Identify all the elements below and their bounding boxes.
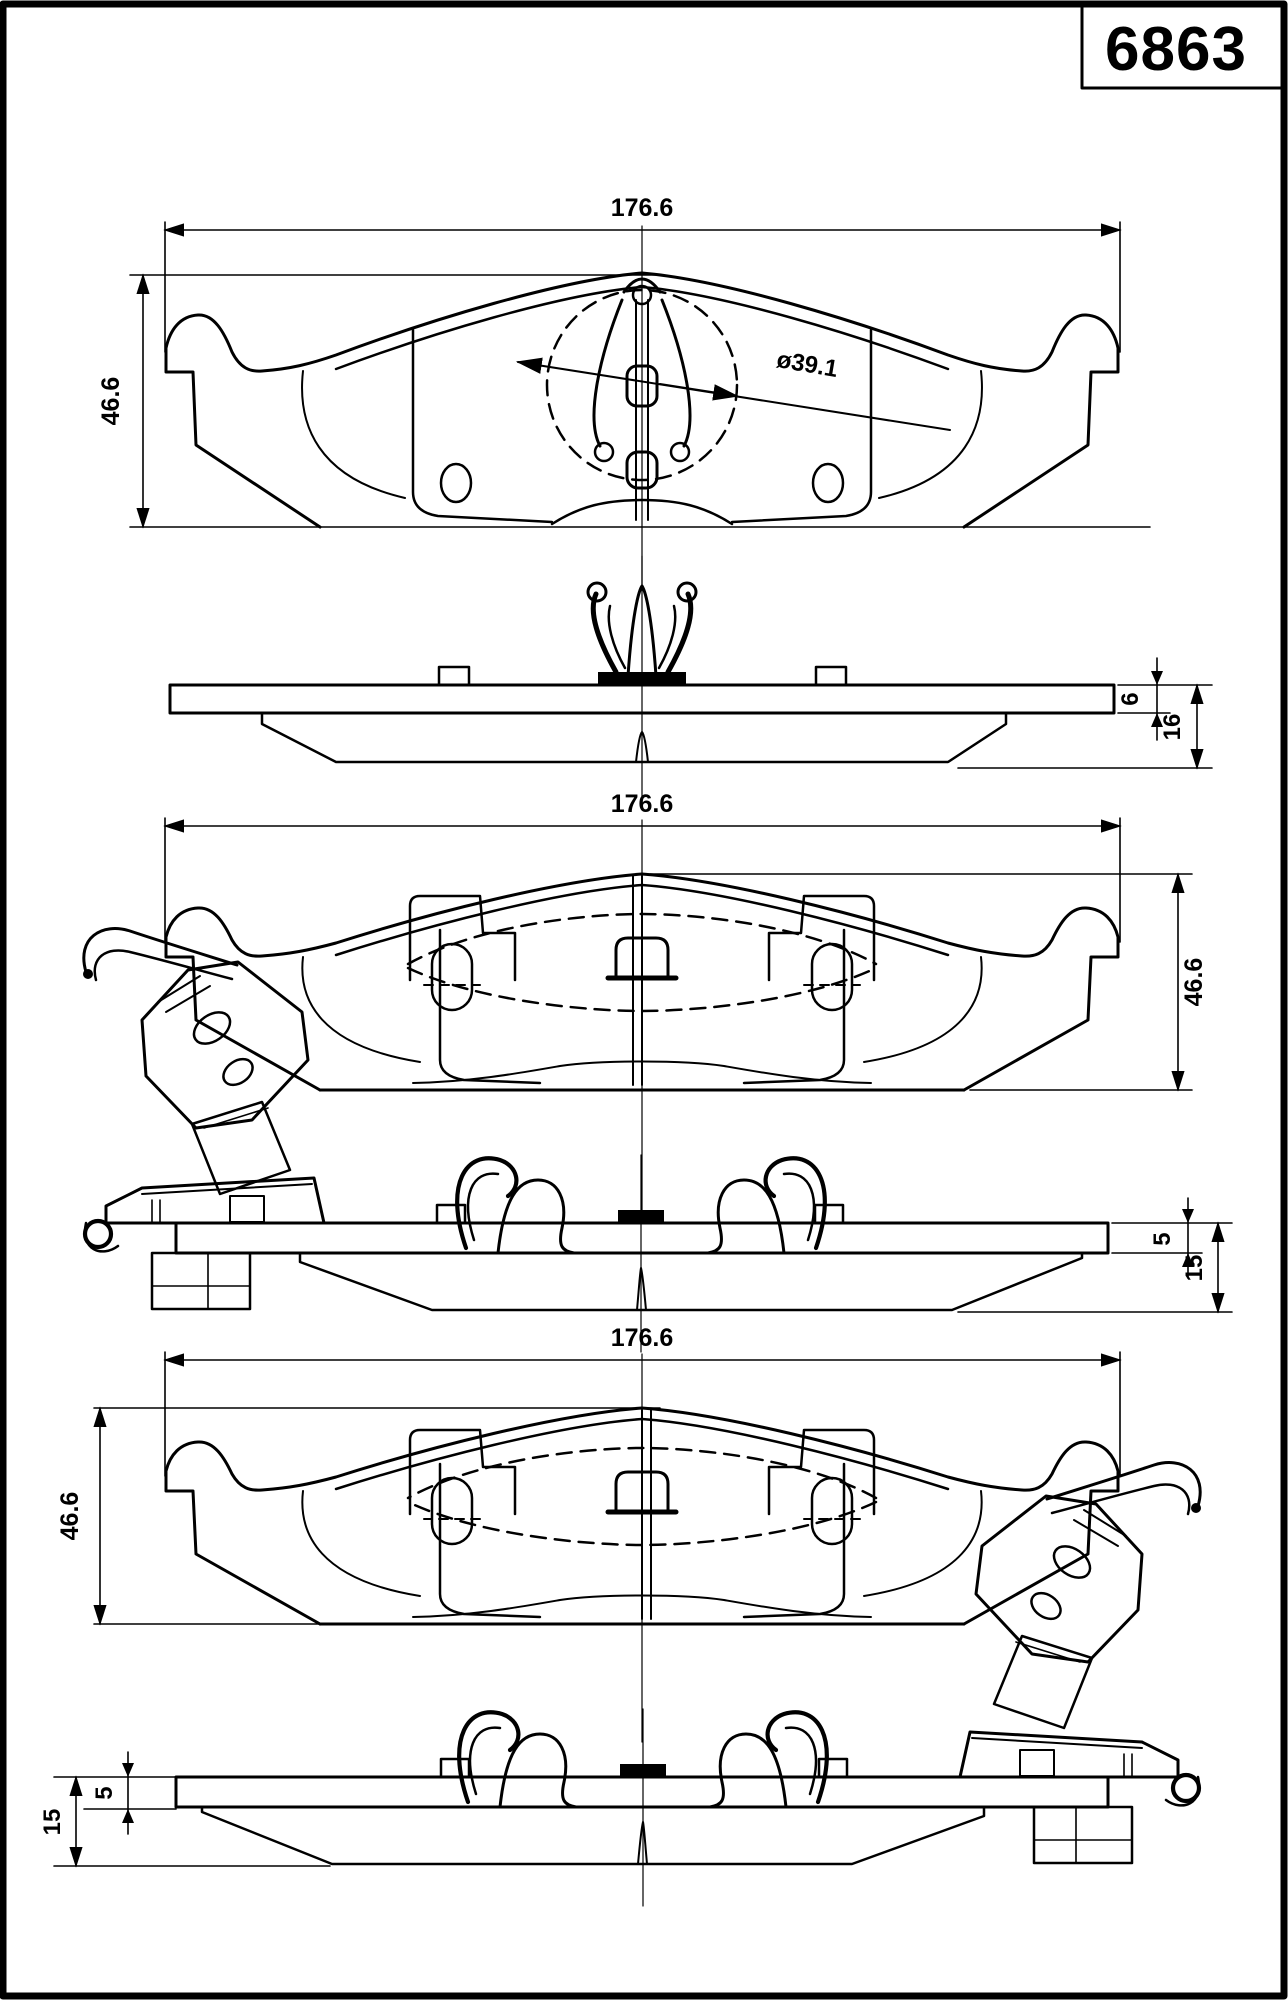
dim-total-thickness-inner-right: 15 <box>39 1775 331 1868</box>
part-number-box: 6863 <box>1080 4 1284 90</box>
dim-width-inner-pad-left-text: 176.6 <box>611 790 674 818</box>
dim-plate-thickness-inner-right-text: 5 <box>91 1786 118 1799</box>
outer-pad-outline <box>164 271 1120 529</box>
dim-plate-thickness-inner-right: 5 <box>53 1751 177 1835</box>
wear-sensor-assembly <box>82 927 310 1196</box>
dim-hub-diameter-text: ø39.1 <box>775 346 840 383</box>
anti-rattle-clip-right <box>706 1156 827 1255</box>
hub-circle-detail <box>545 277 739 521</box>
view-outer-pad-front: 176.6 46.6 <box>97 194 1151 586</box>
dim-total-thickness-outer-text: 16 <box>1159 714 1186 741</box>
dim-width-outer-pad-text: 176.6 <box>611 194 674 222</box>
rivet-hole-left <box>439 462 473 504</box>
dim-height-inner-pad-right-text: 46.6 <box>56 1492 84 1541</box>
dim-plate-thickness-inner-left-text: 5 <box>1149 1232 1176 1245</box>
dim-height-outer-pad: 46.6 <box>97 273 1151 529</box>
dim-height-inner-pad-left-text: 46.6 <box>1180 958 1208 1007</box>
anti-rattle-clip-left <box>455 1156 576 1255</box>
view-outer-pad-side: 6 16 <box>168 555 1213 801</box>
dim-total-thickness-inner-left: 15 <box>957 1221 1233 1314</box>
dim-total-thickness-inner-right-text: 15 <box>39 1809 66 1836</box>
dim-width-inner-pad-right: 176.6 <box>163 1324 1122 1477</box>
part-number-text: 6863 <box>1105 15 1247 84</box>
dim-width-outer-pad: 176.6 <box>163 194 1122 353</box>
view-inner-pad-front-sensor-left: 176.6 46.6 <box>82 790 1208 1211</box>
dim-height-outer-pad-text: 46.6 <box>97 377 125 426</box>
wear-sensor-side <box>82 1176 326 1311</box>
part-number-frame <box>1080 4 1284 90</box>
view-inner-pad-side-sensor-right: 5 15 <box>39 1709 1199 1906</box>
outer-pad-backplate <box>168 665 1116 715</box>
inner-pad-side-assembly <box>82 1154 1110 1353</box>
dim-hub-diameter: ø39.1 <box>515 346 951 431</box>
rivet-hole-right <box>811 462 845 504</box>
dim-height-inner-pad-right: 46.6 <box>56 1406 661 1626</box>
dim-width-inner-pad-left: 176.6 <box>163 790 1122 943</box>
view-inner-pad-front-sensor-right: 176.6 46.6 <box>56 1324 1201 1743</box>
friction-material-profile <box>260 711 1008 764</box>
dim-total-thickness-inner-left-text: 15 <box>1181 1255 1208 1282</box>
dim-plate-thickness-outer-text: 6 <box>1117 692 1144 705</box>
dim-total-thickness-outer: 16 <box>957 683 1213 770</box>
dim-plate-thickness-inner-left: 5 <box>1111 1197 1233 1279</box>
dim-height-inner-pad-left: 46.6 <box>649 872 1208 1092</box>
inner-pad-with-sensor <box>82 872 1120 1196</box>
view-inner-pad-side-sensor-left: 5 15 <box>82 1154 1233 1353</box>
dim-width-inner-pad-right-text: 176.6 <box>611 1324 674 1352</box>
retaining-spring-clip <box>586 581 698 678</box>
